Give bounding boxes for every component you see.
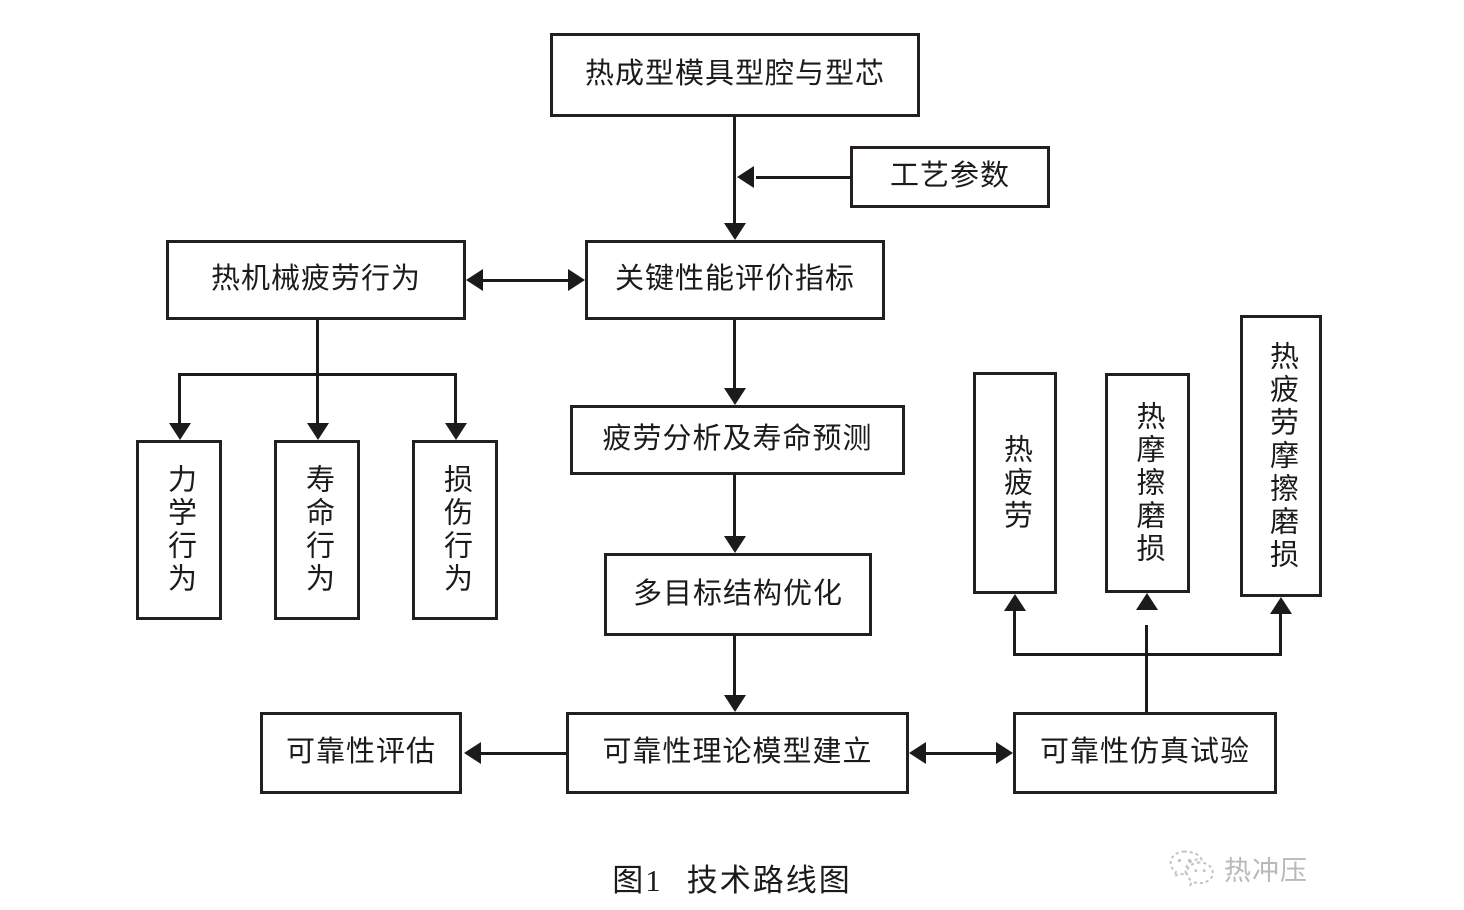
node-damage-behavior: 损伤行为 — [412, 440, 498, 620]
edge-reliability-model-to-simulation-line — [925, 752, 999, 755]
node-thermal-friction-wear: 热摩擦磨损 — [1105, 373, 1190, 593]
edge-to-thermal-fatigue-friction-wear-arrowhead — [1270, 597, 1292, 614]
edge-fatigue-key-index-arrowhead-right — [568, 269, 585, 291]
edge-simulation-branch-left-rise — [1013, 611, 1016, 656]
node-thermal-fatigue-friction-wear-label: 热疲劳摩擦磨损 — [1265, 340, 1298, 572]
node-reliability-model-label: 可靠性理论模型建立 — [602, 736, 873, 769]
edge-fatigue-prediction-to-optimization-arrowhead — [724, 536, 746, 553]
figure-caption: 图1 技术路线图 — [0, 855, 1464, 900]
node-reliability-simulation-test: 可靠性仿真试验 — [1013, 712, 1277, 794]
node-multi-objective-optimization-label: 多目标结构优化 — [632, 577, 843, 610]
edge-to-mechanical-behavior-arrowhead — [169, 423, 191, 440]
edge-fatigue-branch-stem — [316, 320, 319, 423]
edge-to-life-behavior-arrowhead — [307, 423, 329, 440]
node-reliability-simulation-test-label: 可靠性仿真试验 — [1039, 736, 1250, 769]
node-top-source: 热成型模具型腔与型芯 — [550, 33, 920, 117]
edge-to-damage-behavior-arrowhead — [445, 423, 467, 440]
node-thermal-friction-wear-label: 热摩擦磨损 — [1132, 400, 1164, 566]
node-reliability-evaluation-label: 可靠性评估 — [285, 736, 436, 769]
edge-fatigue-branch-left-drop — [178, 373, 181, 423]
edge-fatigue-branch-right-drop — [454, 373, 457, 423]
edge-reliability-model-to-simulation-arrowhead-left — [909, 742, 926, 764]
edge-reliability-model-to-evaluation-line — [481, 752, 567, 755]
node-process-parameters-label: 工艺参数 — [889, 160, 1010, 193]
node-damage-behavior-label: 损伤行为 — [439, 464, 472, 596]
node-multi-objective-optimization: 多目标结构优化 — [604, 553, 872, 636]
edge-fatigue-key-index-line — [481, 279, 571, 282]
figure-caption-title: 技术路线图 — [686, 863, 852, 898]
figure-caption-number: 1 — [645, 863, 661, 898]
node-key-performance-index-label: 关键性能评价指标 — [614, 263, 855, 296]
edge-optimization-to-reliability-model-arrowhead — [724, 695, 746, 712]
edge-top-source-to-key-index-arrowhead — [724, 223, 746, 240]
watermark-text: 热冲压 — [1224, 855, 1308, 886]
figure-caption-prefix: 图 — [612, 863, 646, 898]
edge-optimization-to-reliability-model-line — [733, 636, 736, 695]
edge-process-parameters-arrowhead — [737, 166, 754, 188]
node-thermal-fatigue: 热疲劳 — [973, 372, 1057, 594]
node-thermo-mechanical-fatigue-label: 热机械疲劳行为 — [210, 263, 421, 296]
edge-fatigue-prediction-to-optimization-line — [733, 475, 736, 536]
edge-simulation-branch-bar — [1013, 653, 1282, 656]
node-reliability-model: 可靠性理论模型建立 — [566, 712, 909, 794]
node-thermo-mechanical-fatigue: 热机械疲劳行为 — [166, 240, 466, 320]
node-thermal-fatigue-label: 热疲劳 — [999, 433, 1032, 533]
edge-simulation-branch-stem — [1145, 625, 1148, 712]
edge-fatigue-key-index-arrowhead-left — [466, 269, 483, 291]
edge-reliability-model-to-simulation-arrowhead-right — [996, 742, 1013, 764]
node-key-performance-index: 关键性能评价指标 — [585, 240, 885, 320]
watermark: 热冲压 — [1168, 848, 1308, 888]
node-life-behavior-label: 寿命行为 — [301, 464, 334, 596]
edge-simulation-branch-right-rise — [1279, 614, 1282, 656]
edge-to-thermal-fatigue-arrowhead — [1004, 594, 1026, 611]
wechat-icon — [1168, 848, 1214, 888]
edge-top-source-to-key-index-line — [733, 117, 736, 223]
node-process-parameters: 工艺参数 — [850, 146, 1050, 208]
edge-fatigue-branch-bar — [178, 373, 457, 376]
edge-reliability-model-to-evaluation-arrowhead — [464, 742, 481, 764]
node-mechanical-behavior-label: 力学行为 — [163, 464, 196, 596]
edge-key-index-to-fatigue-prediction-line — [733, 320, 736, 388]
edge-to-thermal-friction-wear-arrowhead — [1136, 593, 1158, 610]
edge-process-parameters-line — [756, 176, 852, 179]
node-fatigue-life-prediction-label: 疲劳分析及寿命预测 — [602, 423, 873, 456]
node-top-source-label: 热成型模具型腔与型芯 — [584, 58, 885, 91]
node-reliability-evaluation: 可靠性评估 — [260, 712, 462, 794]
node-mechanical-behavior: 力学行为 — [136, 440, 222, 620]
node-thermal-fatigue-friction-wear: 热疲劳摩擦磨损 — [1240, 315, 1322, 597]
node-fatigue-life-prediction: 疲劳分析及寿命预测 — [570, 405, 905, 475]
node-life-behavior: 寿命行为 — [274, 440, 360, 620]
edge-key-index-to-fatigue-prediction-arrowhead — [724, 388, 746, 405]
